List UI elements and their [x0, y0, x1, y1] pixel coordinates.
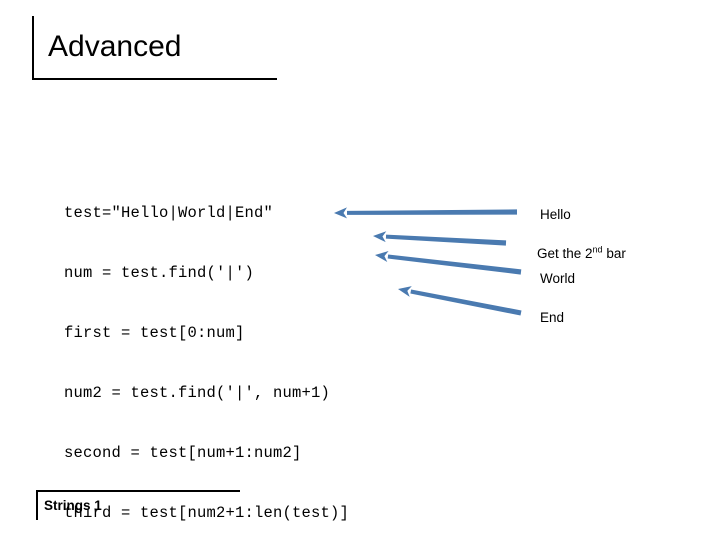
title-bracket-horizontal-rule [32, 78, 277, 80]
note-get-second-bar-label: Get the 2nd bar [537, 244, 626, 261]
arrow-head-icon [375, 251, 389, 262]
note-end-label: End [540, 310, 565, 325]
arrow-group [334, 207, 522, 316]
code-line: second = test[num+1:num2] [64, 444, 302, 462]
code-line: num = test.find('|') [64, 264, 255, 282]
code-line: first = test[0:num] [64, 324, 245, 342]
arrow-shaft [387, 254, 522, 275]
note-world-label: World [540, 271, 576, 286]
arrow-shaft [346, 209, 518, 215]
code-line: num2 = test.find('|', num+1) [64, 384, 331, 402]
footer-bracket-horizontal-rule [36, 490, 240, 492]
arrow-head-icon [373, 231, 387, 243]
note-hello-label: Hello [540, 207, 571, 222]
code-block: test="Hello|World|End" num = test.find('… [64, 163, 349, 540]
page-title: Advanced [48, 30, 182, 63]
footer-label: Strings 1 [44, 498, 102, 513]
arrow-shaft [410, 289, 522, 316]
code-line: third = test[num2+1:len(test)] [64, 504, 350, 522]
footer-bracket-vertical-rule [36, 490, 38, 520]
arrow-head-icon [398, 286, 412, 297]
code-line: test="Hello|World|End" [64, 204, 274, 222]
arrow-shaft [385, 234, 507, 246]
title-bracket-vertical-rule [32, 16, 34, 80]
